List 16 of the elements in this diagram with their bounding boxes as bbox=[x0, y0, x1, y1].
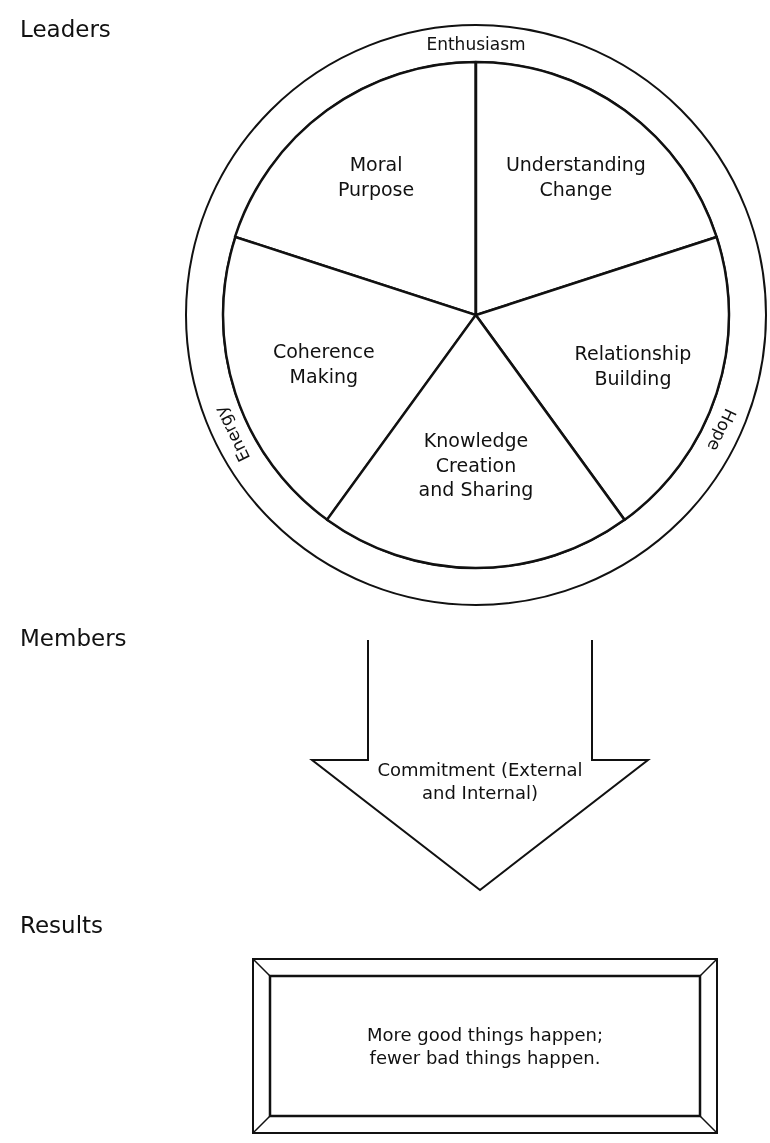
sector-label: Relationship Building bbox=[573, 341, 693, 391]
pie-sector bbox=[235, 62, 476, 315]
sector-label: Knowledge Creation and Sharing bbox=[417, 427, 535, 503]
sector-label: Coherence Making bbox=[271, 339, 376, 390]
arrow-label: Commitment (External and Internal) bbox=[376, 758, 584, 805]
stage-label: Members bbox=[20, 625, 127, 651]
sector-label: Understanding Change bbox=[504, 152, 647, 203]
stage-label: Results bbox=[20, 912, 104, 938]
ring-label: Enthusiasm bbox=[426, 33, 526, 54]
stage-label: Leaders bbox=[20, 16, 111, 42]
block-arrow bbox=[308, 640, 652, 892]
result-text: More good things happen; fewer bad things happen. bbox=[365, 1022, 605, 1070]
bevel-frame bbox=[252, 958, 718, 1134]
sector-label: Moral Purpose bbox=[336, 152, 416, 203]
ring-band bbox=[186, 25, 766, 605]
pie-sector bbox=[476, 62, 717, 315]
